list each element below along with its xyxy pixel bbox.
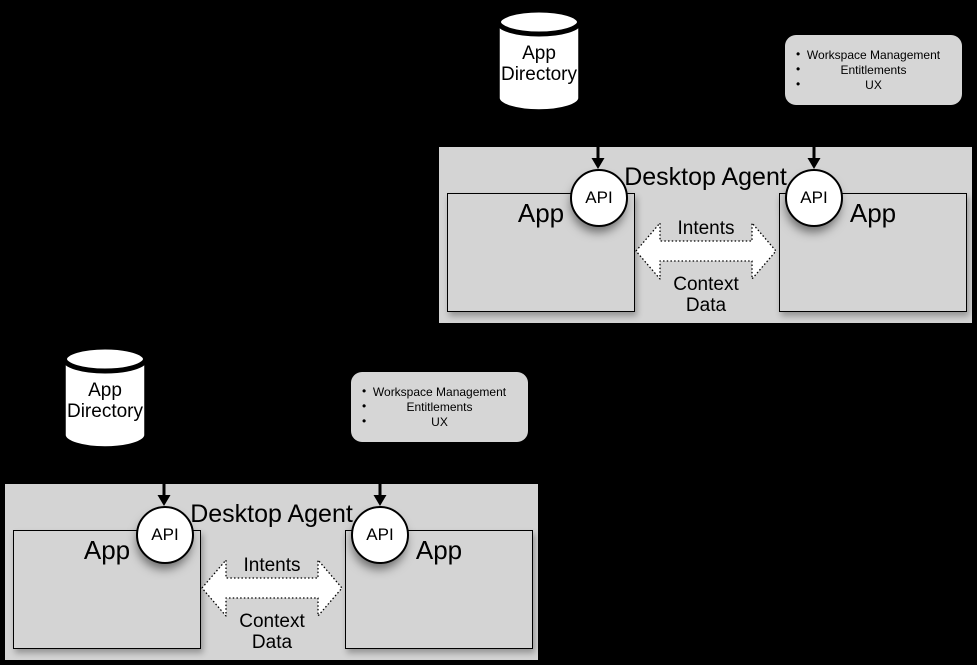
app-box-right: App xyxy=(345,530,533,649)
fdc3-group-top: App Directory Workspace Management Entit… xyxy=(437,7,974,325)
feature-item: Entitlements xyxy=(785,62,962,78)
directory-to-api-arrow xyxy=(157,484,171,506)
agent-features-callout: Workspace Management Entitlements UX xyxy=(785,35,962,105)
feature-item: Workspace Management xyxy=(785,47,962,63)
intents-context-double-arrow xyxy=(201,559,343,617)
api-circle-left: API xyxy=(570,169,628,227)
desktop-agent-box: Desktop Agent App App API API Intents Co… xyxy=(437,145,974,325)
database-cylinder-icon xyxy=(62,344,148,449)
app-directory-cylinder: App Directory xyxy=(61,344,149,450)
app-directory-label: App Directory xyxy=(66,380,143,422)
agent-features-callout: Workspace Management Entitlements UX xyxy=(351,372,528,442)
api-circle-right: API xyxy=(351,506,409,564)
app-directory-label: App Directory xyxy=(500,43,577,85)
api-circle-left: API xyxy=(136,506,194,564)
desktop-agent-box: Desktop Agent App App API API Intents Co… xyxy=(3,482,540,662)
desktop-agent-title: Desktop Agent xyxy=(624,163,787,191)
app-label: App xyxy=(415,535,463,565)
app-label: App xyxy=(83,535,131,565)
app-label: App xyxy=(849,198,897,228)
agent-features-list: Workspace Management Entitlements UX xyxy=(785,47,962,93)
database-cylinder-icon xyxy=(496,7,582,112)
fdc3-group-bottom: App Directory Workspace Management Entit… xyxy=(3,344,540,662)
directory-to-api-arrow xyxy=(807,147,821,169)
api-label: API xyxy=(151,525,179,544)
intents-label: Intents xyxy=(677,218,735,239)
api-label: API xyxy=(585,188,613,207)
intents-label: Intents xyxy=(243,555,301,576)
intents-context-double-arrow xyxy=(635,222,777,280)
feature-item: Entitlements xyxy=(351,399,528,415)
context-data-label: Context Data xyxy=(239,611,305,653)
feature-item: UX xyxy=(351,414,528,430)
desktop-agent-title: Desktop Agent xyxy=(190,500,353,528)
agent-features-list: Workspace Management Entitlements UX xyxy=(351,384,528,430)
directory-to-api-arrow xyxy=(591,147,605,169)
api-circle-right: API xyxy=(785,169,843,227)
feature-item: Workspace Management xyxy=(351,384,528,400)
app-label: App xyxy=(517,198,565,228)
directory-to-api-arrow xyxy=(373,484,387,506)
feature-item: UX xyxy=(785,77,962,93)
api-label: API xyxy=(800,188,828,207)
context-data-label: Context Data xyxy=(673,274,739,316)
app-directory-cylinder: App Directory xyxy=(495,7,583,113)
api-label: API xyxy=(366,525,394,544)
